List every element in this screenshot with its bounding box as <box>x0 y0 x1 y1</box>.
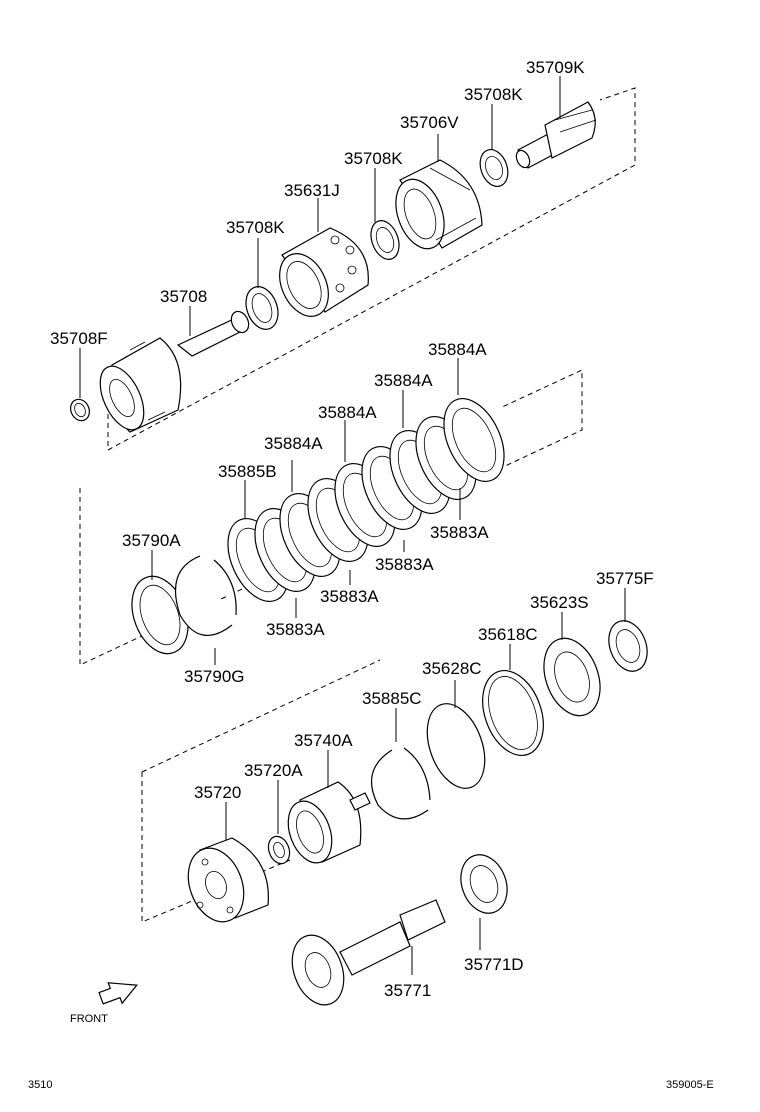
label-35771: 35771 <box>384 981 431 1000</box>
label-35771D: 35771D <box>464 955 524 974</box>
group-boundary-bottom-right <box>141 659 381 773</box>
part-35708K-washer-upper <box>479 149 509 187</box>
page-code-right: 359005-E <box>666 1079 714 1091</box>
clutch-disc-stack <box>227 398 505 602</box>
leader-lines-top <box>79 76 561 398</box>
part-35709K-gear-shaft <box>515 101 597 169</box>
label-35618C: 35618C <box>478 625 538 644</box>
label-35885B: 35885B <box>218 462 277 481</box>
label-35706V: 35706V <box>400 113 459 132</box>
part-35708K-washer-lower <box>245 286 279 330</box>
label-35740A: 35740A <box>294 731 353 750</box>
part-35720A-washer <box>267 835 291 865</box>
label-35708K-upper: 35708K <box>464 85 523 104</box>
part-35740A-drum <box>287 781 371 864</box>
part-35708F-ring <box>70 398 90 422</box>
part-35628C-ring <box>426 703 486 789</box>
label-35628C: 35628C <box>422 659 482 678</box>
label-35623S: 35623S <box>530 593 589 612</box>
label-35708K-lower: 35708K <box>226 218 285 237</box>
label-35708F: 35708F <box>50 329 108 348</box>
leader-lines-middle <box>151 358 461 665</box>
part-35771-output-shaft <box>291 899 446 1006</box>
label-35790A: 35790A <box>122 531 181 550</box>
label-35775F: 35775F <box>596 569 654 588</box>
label-35884A-4: 35884A <box>264 434 323 453</box>
label-35883A-3: 35883A <box>320 587 379 606</box>
part-labels: 35709K 35708K 35706V 35708K 35631J 35708… <box>28 58 714 1091</box>
part-35775F-bearing <box>608 620 648 672</box>
part-35790G-snap-ring <box>174 555 237 636</box>
page-code-left: 3510 <box>28 1079 52 1091</box>
part-35720-gear-carrier <box>187 837 269 923</box>
label-35631J: 35631J <box>284 181 340 200</box>
part-35706V-ring-gear <box>395 159 483 250</box>
label-35708K-middle: 35708K <box>344 149 403 168</box>
label-35884A-3: 35884A <box>318 403 377 422</box>
group-boundary-top <box>107 87 636 451</box>
label-35883A-4: 35883A <box>266 620 325 639</box>
front-arrow-icon <box>98 982 138 1005</box>
label-35708: 35708 <box>160 287 207 306</box>
label-35720: 35720 <box>194 783 241 802</box>
part-35618C-ring <box>482 669 544 757</box>
label-35884A-2: 35884A <box>374 371 433 390</box>
leader-lines-bottom <box>225 588 626 975</box>
part-35885C-snap-ring <box>370 747 431 820</box>
part-35771D-bearing <box>460 854 508 914</box>
part-35623S-seal <box>543 637 601 717</box>
label-35709K: 35709K <box>526 58 585 77</box>
part-35708-drum <box>99 310 250 433</box>
front-label: FRONT <box>70 1013 108 1025</box>
label-35883A-1: 35883A <box>430 523 489 542</box>
part-35631J-drum <box>279 227 369 317</box>
label-35790G: 35790G <box>184 667 245 686</box>
label-35883A-2: 35883A <box>375 555 434 574</box>
label-35884A-1: 35884A <box>428 340 487 359</box>
part-35708K-washer-middle <box>370 220 400 260</box>
group-boundary-middle <box>79 369 583 666</box>
label-35885C: 35885C <box>362 689 422 708</box>
label-35720A: 35720A <box>244 761 303 780</box>
